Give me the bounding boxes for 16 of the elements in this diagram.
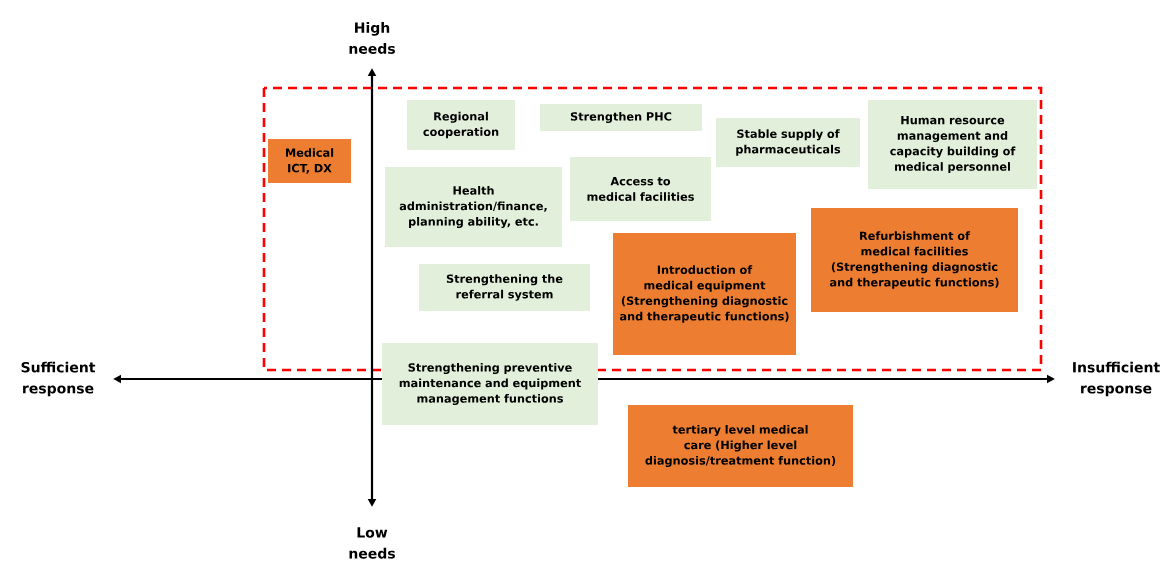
measure-box: Health administration/finance, planning ability, etc. <box>385 167 562 247</box>
axis-label: Low needs <box>349 527 395 559</box>
axis-label: Sufficient response <box>21 361 96 397</box>
measure-box: Regional cooperation <box>407 100 515 150</box>
measure-box: Access to medical facilities <box>570 157 711 221</box>
measure-box: Strengthening preventive maintenance and equipment management functions <box>382 343 598 425</box>
priority-box: Introduction of medical equipment (Strengthening diagnostic and therapeutic functions) <box>613 233 796 355</box>
priority-box: Refurbishment of medical facilities (Strengthening diagnostic and therapeutic functions) <box>811 208 1018 312</box>
priority-box: tertiary level medical care (Higher level diagnosis/treatment function) <box>628 405 853 487</box>
measure-box: Strengthen PHC <box>540 104 702 131</box>
measure-box: Human resource management and capacity building of medical personnel <box>868 100 1037 189</box>
priority-box: Medical ICT, DX <box>268 139 351 183</box>
axis-label: High needs <box>349 22 395 54</box>
measure-box: Strengthening the referral system <box>419 264 590 311</box>
axis-label: Insufficient response <box>1073 361 1160 397</box>
measure-box: Stable supply of pharmaceuticals <box>716 118 860 167</box>
